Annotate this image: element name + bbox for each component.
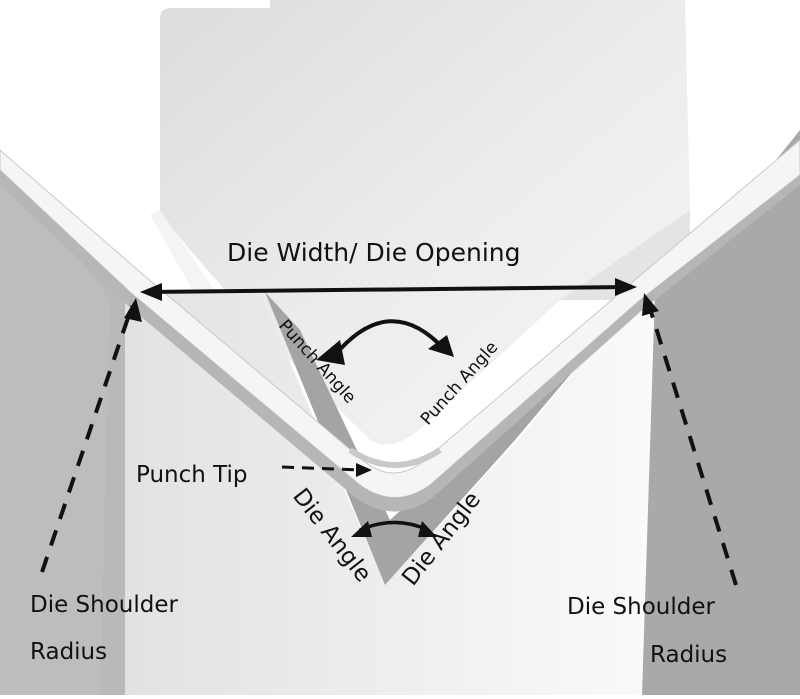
die-shoulder-left-label-line1: Die Shoulder	[30, 592, 179, 618]
punch-tip-arrowhead	[356, 463, 372, 477]
die-shoulder-right-label-line1: Die Shoulder	[567, 594, 716, 620]
v-groove	[265, 292, 640, 585]
die-shoulder-left-label-line2: Radius	[30, 639, 107, 665]
die-shoulder-right-arrowhead	[642, 293, 659, 316]
die-shoulder-left-arrowhead	[124, 298, 142, 322]
die-width-arrow-right-head	[615, 278, 637, 296]
punch-tip-shape	[348, 447, 442, 468]
die-angle-left-arrowhead	[351, 521, 372, 537]
die-shoulder-right-label-line2: Radius	[650, 642, 727, 668]
punch-tip-label: Punch Tip	[136, 462, 248, 488]
die-shoulder-right-pointer	[646, 301, 738, 586]
die-width-label: Die Width/ Die Opening	[227, 238, 520, 267]
die-width-arrow-line	[144, 285, 631, 294]
bent-sheet-metal	[0, 139, 800, 512]
punch-tip-pointer	[281, 465, 361, 472]
punch-angle-right-arrowhead	[428, 335, 454, 357]
punch-angle-left-arrowhead	[316, 340, 345, 365]
die-width-arrow-left-head	[140, 283, 162, 301]
die-angle-right-arrowhead	[418, 521, 437, 537]
punch-angle-arc	[333, 319, 447, 357]
die-left-side	[0, 150, 130, 695]
die-shoulder-left-pointer	[40, 305, 134, 573]
